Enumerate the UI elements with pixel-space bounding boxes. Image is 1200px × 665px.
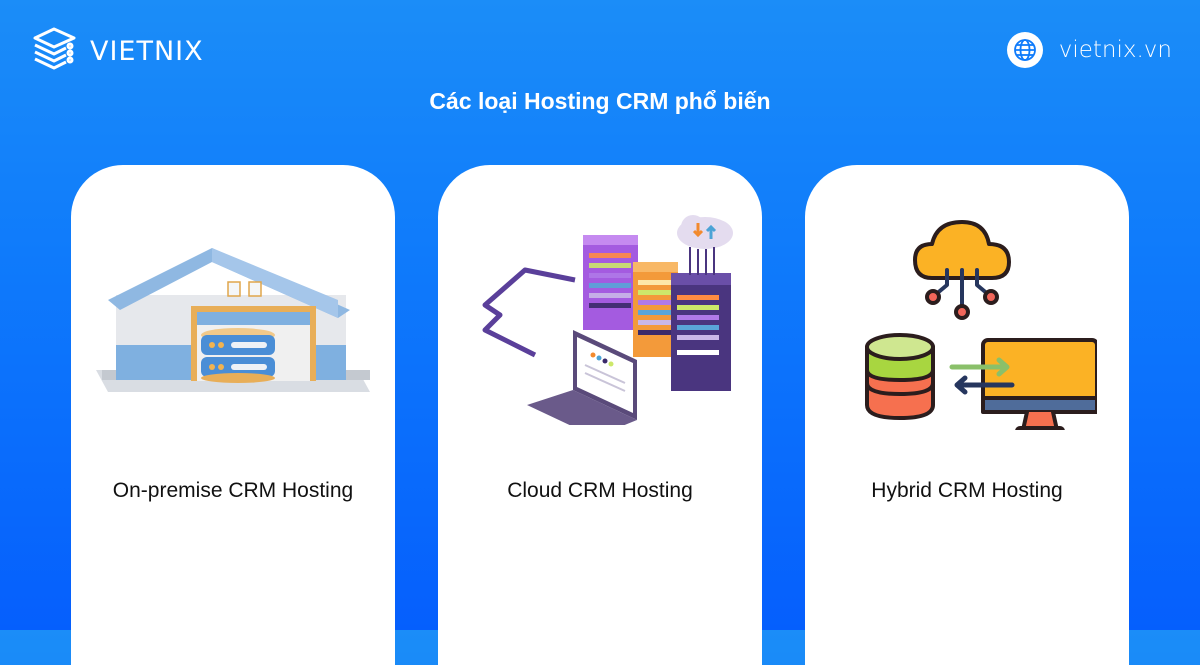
globe-icon bbox=[1006, 32, 1043, 68]
card-label: Cloud CRM Hosting bbox=[507, 479, 693, 502]
page-title: Các loại Hosting CRM phổ biến bbox=[429, 88, 771, 114]
card-hybrid: Hybrid CRM Hosting bbox=[805, 165, 1129, 665]
warehouse-database-icon bbox=[71, 195, 395, 435]
cloud-servers-laptop-icon bbox=[438, 195, 762, 435]
cloud-database-monitor-icon bbox=[805, 195, 1129, 435]
card-label: On-premise CRM Hosting bbox=[112, 479, 354, 502]
brand-logo[interactable]: VIETNIX bbox=[30, 24, 204, 79]
card-label: Hybrid CRM Hosting bbox=[871, 479, 1063, 502]
site-url: vietnix.vn bbox=[1058, 37, 1172, 63]
card-cloud: Cloud CRM Hosting bbox=[438, 165, 762, 665]
card-on-premise: On-premise CRM Hosting bbox=[71, 165, 395, 665]
brand-name: VIETNIX bbox=[90, 36, 204, 67]
server-stack-icon bbox=[30, 24, 80, 79]
site-link[interactable]: vietnix.vn bbox=[1006, 32, 1172, 68]
